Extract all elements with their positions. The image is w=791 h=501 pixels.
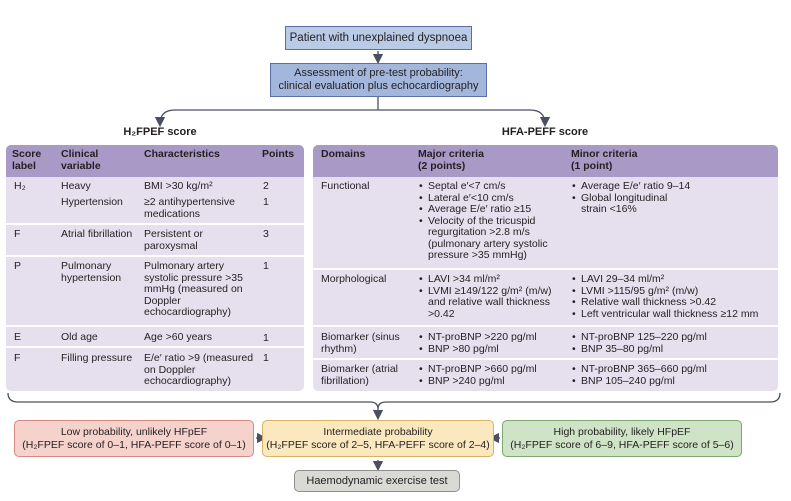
hfapeff-header-minor: Minor criteria(1 point): [571, 148, 638, 172]
hfapeff-row-domain: Morphological: [321, 273, 387, 285]
exercise-test-label: Haemodynamic exercise test: [306, 474, 448, 487]
h2fpef-title: H₂FPEF score: [123, 126, 197, 138]
assessment-box: Assessment of pre-test probability: clin…: [270, 63, 487, 97]
low-probability-box: Low probability, unlikely HFpEF (H₂FPEF …: [14, 420, 254, 457]
hfapeff-row-minor: LAVI 29–34 ml/m² LVMI >115/95 g/m² (m/w)…: [572, 273, 776, 320]
hfapeff-row-major: LAVI >34 ml/m² LVMI ≥149/122 g/m² (m/w) …: [419, 273, 565, 320]
split-branch: [159, 109, 546, 125]
h2fpef-row-variable: Heavy: [61, 180, 91, 192]
low-probability-line2: (H₂FPEF score of 0–1, HFA-PEFF score of …: [22, 438, 246, 451]
h2fpef-row-label: P: [14, 260, 22, 272]
h2fpef-row-variable: Filling pressure: [61, 352, 133, 364]
h2fpef-row-characteristics: BMI >30 kg/m²: [144, 180, 213, 192]
row-divider: [6, 346, 304, 348]
row-divider: [313, 268, 778, 270]
row-divider: [6, 255, 304, 257]
h2fpef-row-variable: Hypertension: [61, 196, 123, 208]
intermediate-probability-line1: Intermediate probability: [323, 425, 433, 438]
hfapeff-header-row: Domains Major criteria(2 points) Minor c…: [313, 145, 778, 177]
h2fpef-row-characteristics: ≥2 antihypertensive medications: [144, 196, 235, 220]
h2fpef-row-label: E: [14, 331, 22, 343]
patient-box: Patient with unexplained dyspnoea: [285, 26, 472, 50]
hfapeff-row-major: Septal e′<7 cm/s Lateral e′<10 cm/s Aver…: [419, 180, 567, 262]
hfapeff-row-domain: Functional: [321, 180, 370, 192]
intermediate-probability-box: Intermediate probability (H₂FPEF score o…: [262, 420, 494, 457]
h2fpef-row-points: 2: [263, 180, 269, 192]
hfapeff-row-major: NT-proBNP >660 pg/ml BNP >240 pg/ml: [419, 363, 569, 387]
h2fpef-row-points: 1: [263, 352, 269, 364]
hfapeff-table: Domains Major criteria(2 points) Minor c…: [313, 145, 778, 391]
h2fpef-header-points: Points: [262, 148, 295, 160]
patient-box-text: Patient with unexplained dyspnoea: [289, 31, 468, 44]
hfapeff-header-major: Major criteria(2 points): [418, 148, 484, 172]
h2fpef-row-label: F: [14, 352, 21, 364]
hfapeff-header-domains: Domains: [321, 148, 366, 160]
high-probability-line2: (H₂FPEF score of 6–9, HFA-PEFF score of …: [510, 438, 734, 451]
row-divider: [6, 325, 304, 327]
row-divider: [313, 358, 778, 360]
merge-brace: [7, 392, 781, 410]
assessment-line2: clinical evaluation plus echocardiograph…: [278, 80, 479, 92]
h2fpef-row-variable: Old age: [61, 331, 98, 343]
high-probability-box: High probability, likely HFpEF (H₂FPEF s…: [502, 420, 742, 457]
hfapeff-row-major: NT-proBNP >220 pg/ml BNP >80 pg/ml: [419, 331, 569, 355]
hfapeff-row-minor: NT-proBNP 125–220 pg/ml BNP 35–80 pg/ml: [572, 331, 772, 355]
h2fpef-row-characteristics: Age >60 years: [144, 331, 213, 343]
h2fpef-row-variable: Atrial fibrillation: [61, 228, 133, 240]
intermediate-probability-line2: (H₂FPEF score of 2–5, HFA-PEFF score of …: [266, 438, 490, 451]
h2fpef-row-characteristics: Persistent or paroxysmal: [144, 228, 203, 252]
hfapeff-row-minor: NT-proBNP 365–660 pg/ml BNP 105–240 pg/m…: [572, 363, 772, 387]
exercise-test-box: Haemodynamic exercise test: [294, 470, 460, 492]
h2fpef-row-label: F: [14, 228, 21, 240]
h2fpef-row-points: 1: [263, 260, 269, 272]
h2fpef-row-points: 1: [263, 196, 269, 208]
hfapeff-row-domain: Biomarker (sinus rhythm): [321, 331, 400, 355]
h2fpef-row-characteristics: E/e′ ratio >9 (measured on Doppler echoc…: [144, 352, 254, 387]
assessment-line1: Assessment of pre-test probability:: [294, 67, 463, 79]
h2fpef-row-points: 3: [263, 228, 269, 240]
h2fpef-row-points: 1: [263, 332, 269, 344]
hfapeff-title: HFA-PEFF score: [501, 126, 589, 138]
row-divider: [313, 325, 778, 327]
h2fpef-row-characteristics: Pulmonary artery systolic pressure >35 m…: [144, 260, 243, 318]
row-divider: [6, 223, 304, 225]
h2fpef-row-variable: Pulmonary hypertension: [61, 260, 122, 284]
hfapeff-row-domain: Biomarker (atrial fibrillation): [321, 363, 399, 387]
h2fpef-row-label: H₂: [14, 180, 26, 192]
low-probability-line1: Low probability, unlikely HFpEF: [60, 425, 208, 438]
hfapeff-row-minor: Average E/e′ ratio 9–14 Global longitudi…: [572, 180, 692, 216]
high-probability-line1: High probability, likely HFpEF: [553, 425, 691, 438]
h2fpef-header-characteristics: Characteristics: [144, 148, 220, 160]
